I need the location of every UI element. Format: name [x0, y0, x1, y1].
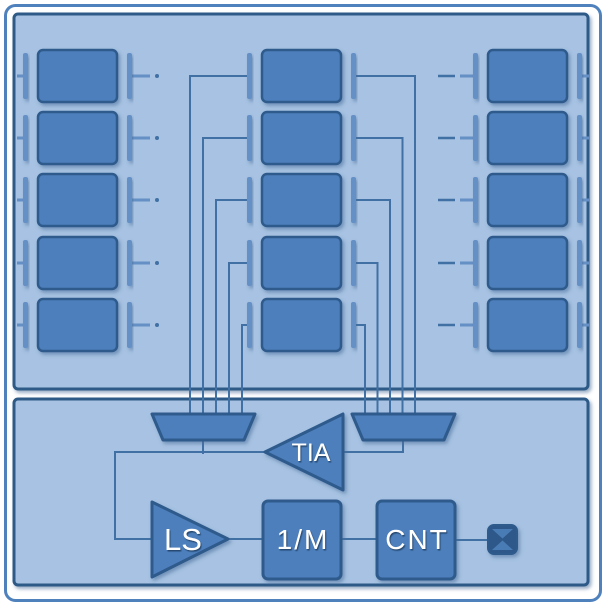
pixel-block-r2c1	[36, 110, 119, 166]
cell-left-port-bar-r1c1	[23, 53, 28, 99]
cell-right-port-bar-r4c3	[577, 240, 582, 286]
cell-right-port-bar-r2c1	[127, 115, 132, 161]
pixel-array	[17, 48, 589, 415]
pixel-block-r4c3	[486, 235, 569, 291]
divider-label: 1/M	[277, 524, 330, 555]
cell-left-port-bar-r2c3	[473, 115, 478, 161]
tia-to-ls-wire	[114, 451, 265, 540]
bus-wire-right-r2c2	[356, 137, 404, 414]
readout-chain: TIA LS 1/M CNT	[114, 412, 518, 581]
bus-wire-left-r2c2	[202, 137, 247, 415]
cell-left-port-bar-r3c1	[23, 177, 28, 223]
cell-left-port-bar-r5c2	[247, 302, 252, 348]
bus-wire-left-r5c2	[241, 324, 247, 415]
cell-left-port-bar-r4c1	[23, 240, 28, 286]
cell-right-port-bar-r3c3	[577, 177, 582, 223]
level-shifter	[150, 500, 230, 579]
pixel-block-r2c3	[486, 110, 569, 166]
pixel-block-r3c1	[36, 172, 119, 228]
tia-amplifier	[263, 412, 345, 492]
cell-left-port-bar-r2c2	[247, 115, 252, 161]
bus-wire-right-r4c2	[356, 262, 379, 414]
ls-label: LS	[164, 522, 202, 557]
cell-right-port-bar-r1c2	[351, 53, 356, 99]
pixel-block-r1c1	[36, 48, 119, 104]
chip-outline	[4, 4, 602, 602]
pixel-block-r3c2	[260, 172, 343, 228]
continuation-dot-r1c1	[155, 74, 159, 78]
cell-left-port-bar-r3c3	[473, 177, 478, 223]
pixel-block-r4c1	[36, 235, 119, 291]
bus-wire-right-r1c2	[356, 75, 416, 414]
pixel-block-r5c3	[486, 297, 569, 353]
pixel-block-r1c2	[260, 48, 343, 104]
cell-left-port-bar-r1c3	[473, 53, 478, 99]
cell-right-port-bar-r3c2	[351, 177, 356, 223]
cell-left-port-bar-r5c3	[473, 302, 478, 348]
pixel-block-r5c2	[260, 297, 343, 353]
cell-right-port-bar-r5c3	[577, 302, 582, 348]
bus-wire-right-r5c2	[356, 324, 366, 414]
bus-wire-right-r3c2	[356, 199, 391, 414]
continuation-dot-r4c1	[155, 261, 159, 265]
cell-right-port-bar-r1c1	[127, 53, 132, 99]
continuation-dot-r5c1	[155, 323, 159, 327]
bond-pad-icon	[487, 524, 518, 555]
cell-right-port-bar-r5c1	[127, 302, 132, 348]
counter-block	[375, 499, 457, 581]
divider-block	[261, 499, 343, 581]
bus-wire-left-r4c2	[228, 262, 247, 415]
mux-right-to-tia-wire	[344, 440, 404, 453]
cell-right-port-bar-r2c3	[577, 115, 582, 161]
bus-wire-left-r3c2	[215, 199, 247, 415]
cell-right-port-bar-r3c1	[127, 177, 132, 223]
cell-right-port-bar-r1c3	[577, 53, 582, 99]
continuation-dot-r3c1	[155, 198, 159, 202]
pixel-block-r4c2	[260, 235, 343, 291]
bus-wire-left-r1c2	[189, 75, 247, 415]
pixel-block-r5c1	[36, 297, 119, 353]
cell-right-port-bar-r5c2	[351, 302, 356, 348]
cell-left-port-bar-r2c1	[23, 115, 28, 161]
pixel-block-r2c2	[260, 110, 343, 166]
cell-left-port-bar-r3c2	[247, 177, 252, 223]
counter-label: CNT	[385, 524, 449, 555]
cell-left-port-bar-r4c2	[247, 240, 252, 286]
pixel-block-r3c3	[486, 172, 569, 228]
mux-left	[150, 412, 257, 442]
cell-left-port-bar-r1c2	[247, 53, 252, 99]
continuation-dot-r2c1	[155, 136, 159, 140]
cell-left-port-bar-r4c3	[473, 240, 478, 286]
mux-right	[350, 412, 457, 442]
cell-right-port-bar-r4c2	[351, 240, 356, 286]
cell-left-port-bar-r5c1	[23, 302, 28, 348]
pixel-block-r1c3	[486, 48, 569, 104]
cell-right-port-bar-r4c1	[127, 240, 132, 286]
cell-right-port-bar-r2c2	[351, 115, 356, 161]
tia-label: TIA	[292, 439, 331, 467]
